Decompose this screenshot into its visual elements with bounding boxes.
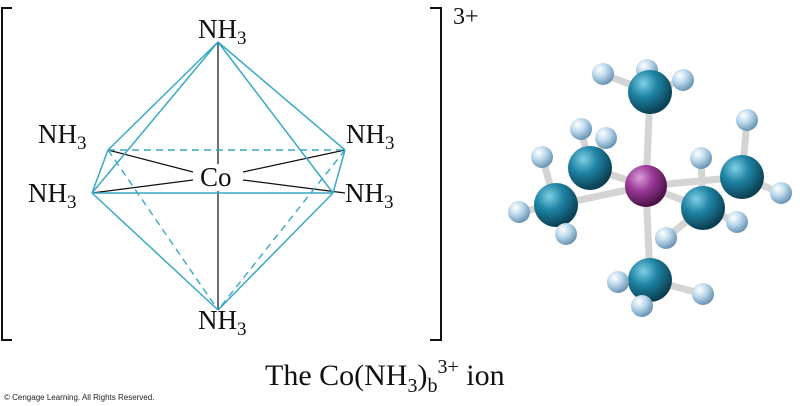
bond-front-right — [242, 179, 346, 194]
ligand-label-bottom: NH3 — [198, 305, 247, 340]
right-bracket — [430, 7, 442, 341]
bond-back-left — [107, 149, 194, 173]
nitrogen-atom — [628, 70, 672, 114]
nitrogen-atom — [681, 186, 725, 230]
nitrogen-atom — [720, 155, 764, 199]
left-bracket — [1, 7, 12, 341]
ion-charge: 3+ — [453, 4, 479, 30]
ligand-label-upper-right: NH3 — [346, 119, 395, 154]
ligand-label-top: NH3 — [198, 14, 247, 49]
ball-and-stick-model — [508, 59, 792, 317]
figure-caption: The Co(NH3)b3+ ion — [265, 356, 505, 397]
octahedron-hidden-edges — [107, 149, 346, 311]
octahedron-edges — [91, 41, 346, 311]
bond-front-left — [91, 179, 194, 194]
bond-back-right — [242, 149, 346, 173]
ligand-label-upper-left: NH3 — [38, 119, 87, 154]
ligand-label-lower-left: NH3 — [28, 178, 77, 213]
central-atom-label: Co — [198, 162, 234, 192]
nitrogen-atom — [568, 146, 612, 190]
copyright-notice: © Cengage Learning. All Rights Reserved. — [4, 393, 155, 402]
nitrogen-atom — [628, 258, 672, 302]
nitrogen-atom — [534, 183, 578, 227]
cobalt-atom — [625, 165, 667, 207]
ligand-label-lower-right: NH3 — [345, 178, 394, 213]
